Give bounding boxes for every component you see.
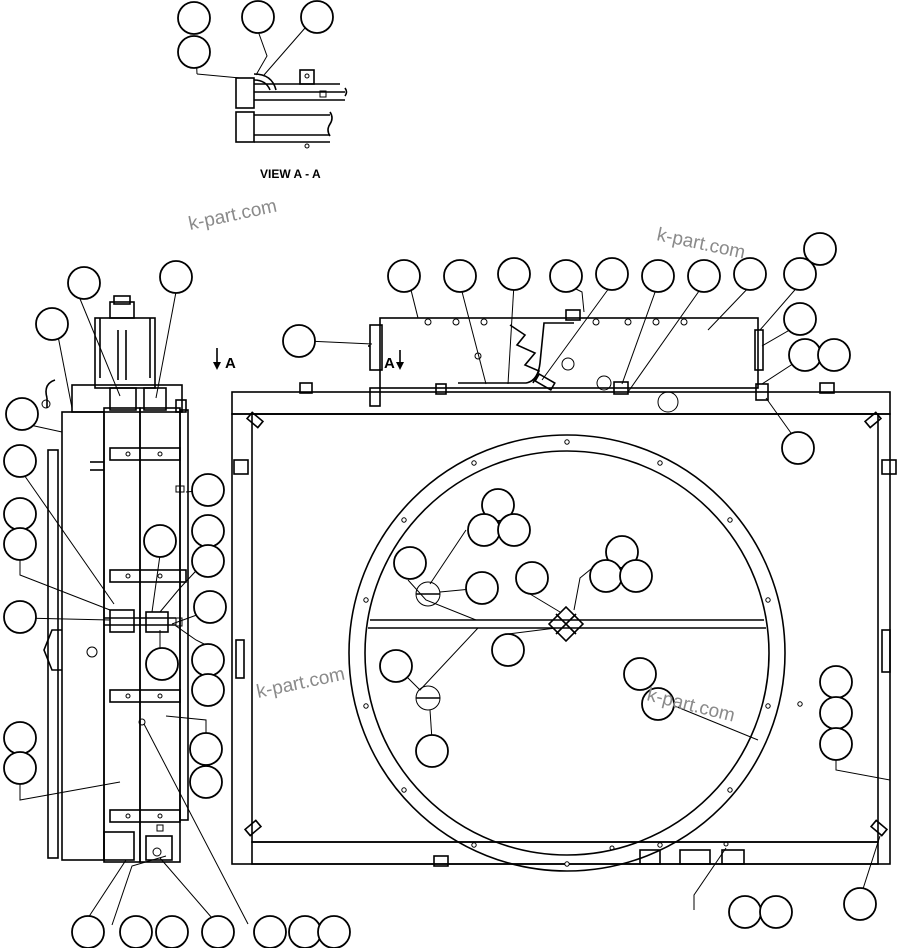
callout-bubble — [119, 915, 153, 948]
callout-bubble — [393, 546, 427, 580]
callout-bubble — [415, 734, 449, 768]
callout-bubble — [515, 561, 549, 595]
callout-bubble — [3, 721, 37, 755]
callout-bubble — [241, 0, 275, 34]
callout-bubble — [465, 571, 499, 605]
callout-bubble — [819, 696, 853, 730]
callout-bubble — [191, 544, 225, 578]
callout-bubble — [497, 513, 531, 547]
callout-bubble — [288, 915, 322, 948]
section-marker-right: A — [384, 350, 404, 372]
callout-bubble — [783, 302, 817, 336]
section-marker-right-label: A — [384, 355, 395, 372]
callout-bubble — [71, 915, 105, 948]
leader-lines — [19, 281, 891, 926]
callout-bubble — [759, 895, 793, 929]
callout-bubble — [35, 307, 69, 341]
callout-bubble — [641, 687, 675, 721]
callout-bubble — [3, 497, 37, 531]
callout-bubble — [193, 590, 227, 624]
section-marker-left-label: A — [225, 355, 236, 372]
callout-bubbles — [3, 0, 877, 948]
callout-bubble — [589, 559, 623, 593]
callout-bubble — [788, 338, 822, 372]
callout-bubble — [300, 0, 334, 34]
callout-bubble — [3, 444, 37, 478]
callout-bubble — [733, 257, 767, 291]
callout-bubble — [783, 257, 817, 291]
callout-bubble — [3, 751, 37, 785]
callout-bubble — [155, 915, 189, 948]
callout-bubble — [3, 600, 37, 634]
callout-bubble — [67, 266, 101, 300]
callout-bubble — [623, 657, 657, 691]
view-a-a-detail: VIEW A - A — [195, 27, 348, 181]
callout-bubble — [191, 643, 225, 677]
callout-bubble — [819, 665, 853, 699]
callout-bubble — [253, 915, 287, 948]
callout-bubble — [443, 259, 477, 293]
callout-bubble — [641, 259, 675, 293]
callout-bubble — [387, 259, 421, 293]
callout-bubble — [379, 649, 413, 683]
callout-bubble — [5, 397, 39, 431]
callout-bubble — [803, 232, 837, 266]
radiator-front-view — [231, 309, 897, 872]
radiator-side-view — [41, 295, 189, 863]
callout-bubble — [3, 527, 37, 561]
callout-bubble — [317, 915, 351, 948]
watermark-3: k-part.com — [255, 664, 347, 703]
callout-bubble — [619, 559, 653, 593]
callout-bubble — [491, 633, 525, 667]
callout-bubble — [177, 35, 211, 69]
callout-bubble — [467, 513, 501, 547]
watermark-1: k-part.com — [187, 196, 279, 235]
callout-bubble — [687, 259, 721, 293]
shroud-bolts — [363, 439, 803, 867]
callout-bubble — [781, 431, 815, 465]
view-label: VIEW A - A — [260, 167, 321, 181]
callout-bubble — [497, 257, 531, 291]
callout-bubble — [143, 524, 177, 558]
watermark-2: k-part.com — [655, 224, 747, 263]
callout-bubble — [728, 895, 762, 929]
callout-bubble — [817, 338, 851, 372]
callout-bubble — [191, 473, 225, 507]
callout-bubble — [191, 514, 225, 548]
callout-bubble — [595, 257, 629, 291]
callout-bubble — [201, 915, 235, 948]
callout-bubble — [145, 647, 179, 681]
callout-bubble — [819, 727, 853, 761]
callout-bubble — [191, 673, 225, 707]
callout-bubble — [843, 887, 877, 921]
callout-bubble — [282, 324, 316, 358]
section-marker-left: A — [213, 348, 236, 372]
callout-bubble — [549, 259, 583, 293]
callout-bubble — [189, 765, 223, 799]
callout-bubble — [159, 260, 193, 294]
callout-bubble — [189, 732, 223, 766]
callout-bubble — [177, 1, 211, 35]
